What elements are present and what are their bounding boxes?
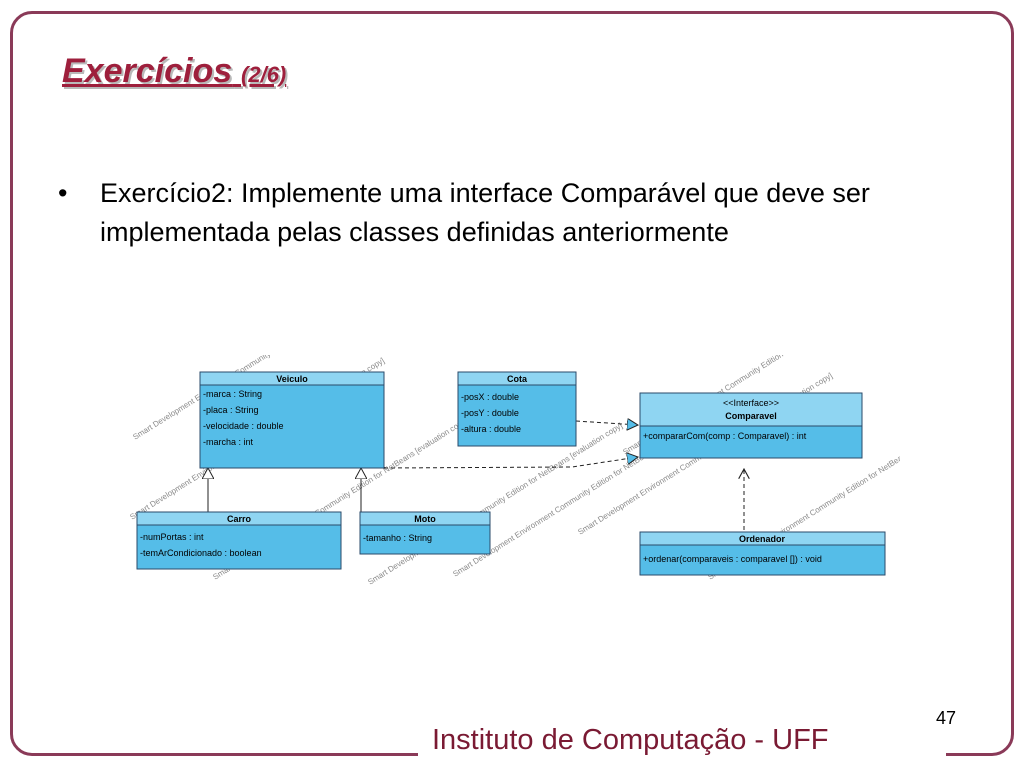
uml-diagram: Smart Development Environment Community … xyxy=(120,276,964,595)
class-name: Veiculo xyxy=(276,374,308,384)
frame-gap xyxy=(418,748,946,762)
class-operation: +compararCom(comp : Comparavel) : int xyxy=(643,431,807,441)
uml-diagram-svg: Smart Development Environment Community … xyxy=(128,276,964,587)
class-attribute: -placa : String xyxy=(203,405,259,415)
slide-title: Exercícios (2/6) xyxy=(62,52,286,91)
class-attribute: -tamanho : String xyxy=(363,533,432,543)
class-operation: +ordenar(comparaveis : comparavel []) : … xyxy=(643,554,822,564)
class-name: Carro xyxy=(227,514,252,524)
slide-title-main: Exercícios xyxy=(62,52,233,90)
class-cota: Cota -posX : double -posY : double -altu… xyxy=(457,371,577,447)
class-name: Moto xyxy=(414,514,436,524)
class-attribute: -numPortas : int xyxy=(140,532,204,542)
page-number: 47 xyxy=(936,708,957,728)
class-attribute: -velocidade : double xyxy=(203,421,284,431)
class-moto: Moto -tamanho : String xyxy=(359,511,491,555)
class-name: Cota xyxy=(507,374,528,384)
footer-institution: Instituto de Computação - UFF xyxy=(432,724,829,756)
slide-title-sub: (2/6) xyxy=(241,62,287,87)
class-name: Ordenador xyxy=(739,534,786,544)
class-name: Comparavel xyxy=(725,411,777,421)
class-ordenador: Ordenador +ordenar(comparaveis : compara… xyxy=(639,531,886,576)
class-attribute: -altura : double xyxy=(461,424,521,434)
bullet-text: Exercício2: Implemente uma interface Com… xyxy=(100,178,870,247)
class-attribute: -marcha : int xyxy=(203,437,254,447)
realization-veiculo-comparavel xyxy=(384,457,638,469)
class-attribute: -temArCondicionado : boolean xyxy=(140,548,262,558)
class-carro: Carro -numPortas : int -temArCondicionad… xyxy=(136,511,342,570)
class-veiculo: Veiculo -marca : String -placa : String … xyxy=(199,371,385,469)
relationship-lines xyxy=(208,421,744,530)
interface-comparavel: <<Interface>> Comparavel +compararCom(co… xyxy=(639,392,863,459)
class-attribute: -marca : String xyxy=(203,389,262,399)
interface-stereotype: <<Interface>> xyxy=(723,398,779,408)
realization-cota-comparavel xyxy=(575,421,638,425)
class-attribute: -posY : double xyxy=(461,408,519,418)
class-attribute: -posX : double xyxy=(461,392,519,402)
bullet-symbol: • xyxy=(58,178,68,208)
